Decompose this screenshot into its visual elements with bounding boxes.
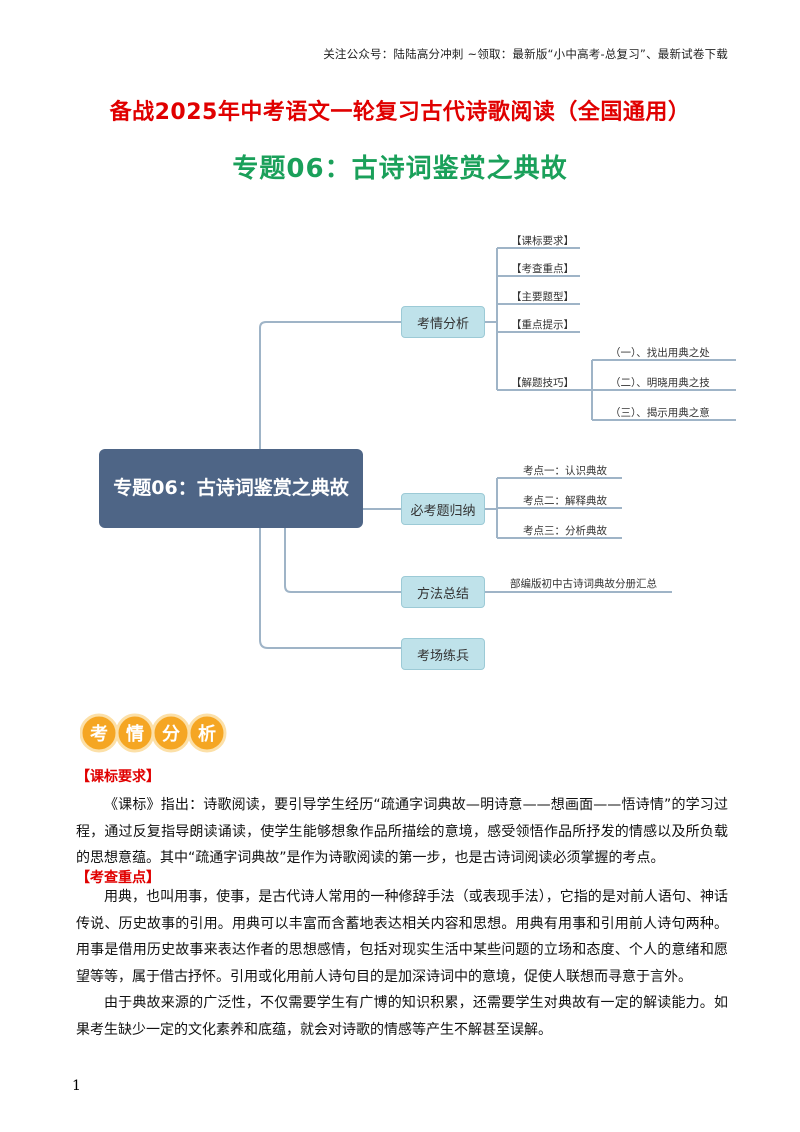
badge-char: 考	[90, 723, 108, 745]
mind-map-connectors	[259, 247, 736, 649]
section-badge: 考 情 分 析	[79, 713, 228, 753]
badge-char: 析	[198, 723, 216, 745]
mind-map-leaf: 【重点提示】	[511, 319, 574, 331]
section-label-standards: 【课标要求】	[76, 769, 160, 785]
mind-map-node-analysis: 考情分析	[401, 306, 485, 338]
header-note: 关注公众号：陆陆高分冲刺 ~领取：最新版“小中高考-总复习”、最新试卷下载	[323, 47, 728, 61]
badge-char: 情	[126, 724, 144, 745]
mind-map-leaf: 【主要题型】	[511, 291, 574, 303]
document-title: 备战2025年中考语文一轮复习古代诗歌阅读（全国通用）	[109, 100, 691, 125]
mind-map-leaf: （一）、找出用典之处	[610, 347, 710, 359]
mind-map-leaf: （二）、明晓用典之技	[610, 377, 710, 389]
paragraph: 用典，也叫用事，使事，是古代诗人常用的一种修辞手法（或表现手法），它指的是对前人…	[76, 889, 728, 985]
document-subtitle: 专题06：古诗词鉴赏之典故	[232, 154, 568, 184]
mind-map: 专题06：古诗词鉴赏之典故 考情分析 必考题归纳 方法总结 考场练兵 【课标要求…	[0, 220, 800, 680]
mind-map-leaf: 考点二：解释典故	[523, 495, 607, 507]
mind-map-node-method: 方法总结	[401, 576, 485, 608]
mind-map-leaf: （三）、揭示用典之意	[610, 407, 710, 419]
mind-map-leaf: 【课标要求】	[511, 235, 574, 247]
mind-map-leaf: 考点一：认识典故	[523, 465, 607, 477]
mind-map-node-practice: 考场练兵	[401, 638, 485, 670]
paragraph: 《课标》指出：诗歌阅读，要引导学生经历“疏通字词典故—明诗意——想画面——悟诗情…	[76, 797, 728, 866]
badge-char: 分	[162, 724, 180, 745]
section-label-key-points: 【考查重点】	[76, 870, 160, 886]
mind-map-node-induction: 必考题归纳	[401, 493, 485, 525]
mind-map-leaf: 部编版初中古诗词典故分册汇总	[510, 578, 657, 590]
mind-map-leaf: 考点三：分析典故	[523, 525, 607, 537]
mind-map-leaf: 【考查重点】	[511, 263, 574, 275]
paragraph: 由于典故来源的广泛性，不仅需要学生有广博的知识积累，还需要学生对典故有一定的解读…	[76, 995, 728, 1038]
mind-map-root: 专题06：古诗词鉴赏之典故	[99, 449, 363, 528]
badge-bubbles: 考 情 分 析	[79, 713, 227, 753]
page-number: 1	[72, 1078, 81, 1094]
mind-map-leaf: 【解题技巧】	[511, 377, 574, 389]
